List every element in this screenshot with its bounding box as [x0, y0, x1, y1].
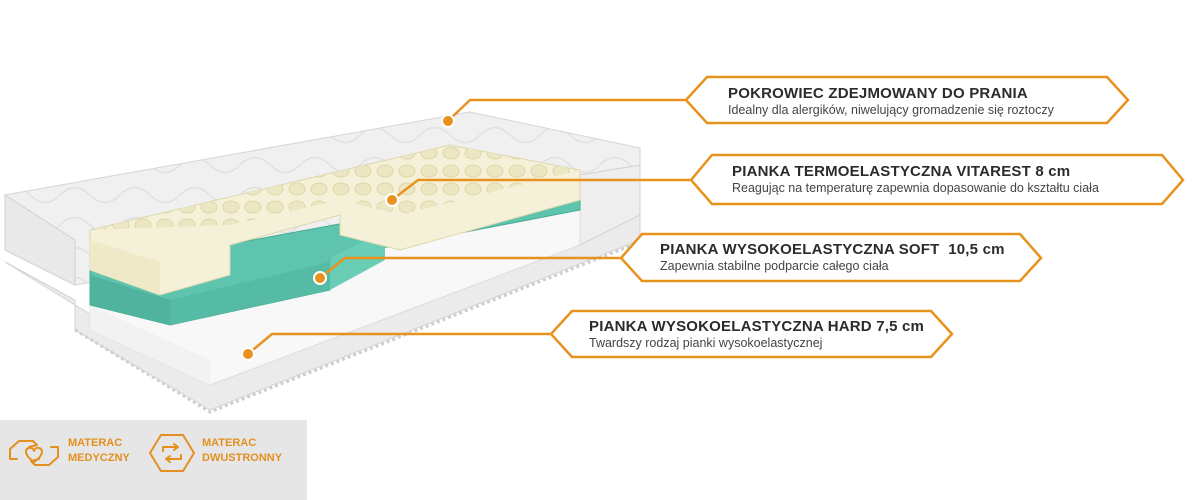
hands-heart-icon: [9, 440, 59, 466]
leader-dots: [241, 114, 455, 361]
badge-line1: MATERAC: [202, 437, 257, 449]
badge-label: MATERAC MEDYCZNY: [68, 436, 130, 466]
badge-two-sided: MATERAC DWUSTRONNY: [145, 420, 307, 500]
badge-line2: MEDYCZNY: [68, 452, 130, 464]
callout-title: PIANKA WYSOKOELASTYCZNA SOFT 10,5 cm: [660, 241, 1005, 258]
callout-desc: Idealny dla alergików, niwelujący gromad…: [728, 103, 1054, 117]
callout-desc: Twardszy rodzaj pianki wysokoelastycznej: [589, 336, 823, 350]
features-badge-bar: MATERAC MEDYCZNY MATERAC DWUSTRONNY: [0, 420, 307, 500]
badge-label: MATERAC DWUSTRONNY: [202, 436, 282, 466]
callout-title: PIANKA WYSOKOELASTYCZNA HARD 7,5 cm: [589, 318, 925, 335]
two-sided-arrows-icon: [149, 434, 195, 472]
callout-desc: Reagując na temperaturę zapewnia dopasow…: [732, 181, 1099, 195]
leader-lines: [247, 98, 690, 355]
callout-desc: Zapewnia stabilne podparcie całego ciała: [660, 259, 889, 273]
callout-title: POKROWIEC ZDEJMOWANY DO PRANIA: [728, 85, 1028, 102]
memory-foam-layer: [89, 144, 581, 296]
callout-title: PIANKA TERMOELASTYCZNA VITAREST 8 cm: [732, 163, 1071, 180]
badge-line1: MATERAC: [68, 437, 123, 449]
badge-line2: DWUSTRONNY: [202, 452, 283, 464]
callout-frames: [549, 75, 1185, 359]
badge-medical: MATERAC MEDYCZNY: [0, 420, 150, 500]
